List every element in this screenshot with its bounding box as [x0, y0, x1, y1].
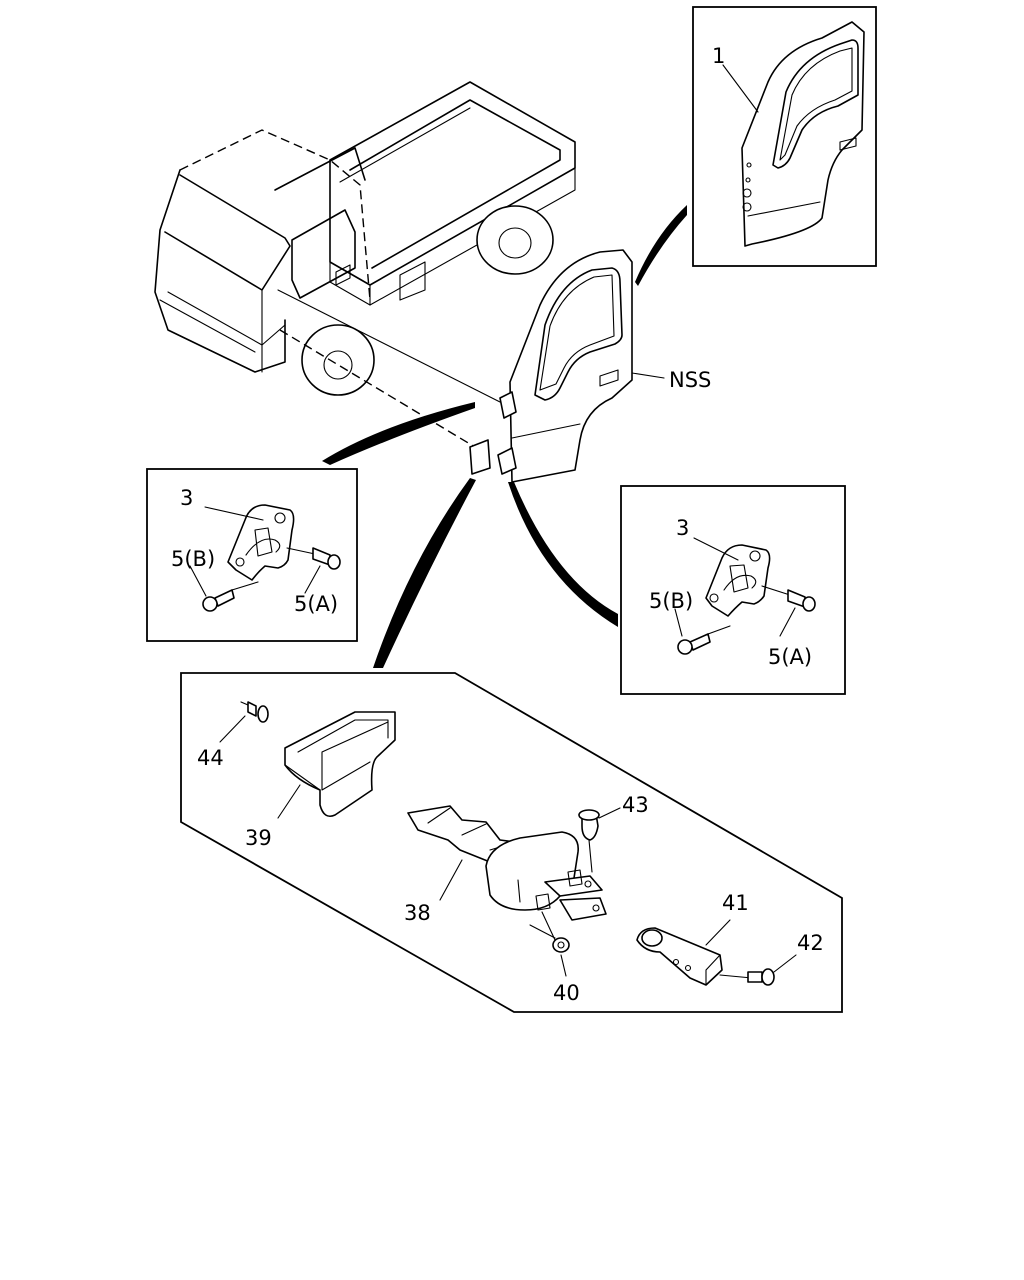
label-part-40: 40: [553, 981, 580, 1005]
label-part-43: 43: [622, 793, 649, 817]
label-part-3-upper: 3: [180, 486, 193, 510]
label-nss: NSS: [669, 368, 711, 392]
label-part-1: 1: [712, 44, 725, 68]
label-part-41: 41: [722, 891, 749, 915]
door-panel-detail-box: [692, 6, 877, 267]
callout-arrows: [322, 205, 687, 668]
label-part-5b-upper: 5(B): [171, 547, 215, 571]
lower-hinge-detail-box: [620, 485, 846, 695]
label-part-5a-lower: 5(A): [768, 645, 812, 669]
upper-hinge-detail-box: [146, 468, 358, 642]
truck-illustration: [154, 81, 576, 451]
door-assembly: [469, 249, 665, 483]
door-check-detail-box: [180, 672, 843, 1013]
label-part-39: 39: [245, 826, 272, 850]
label-part-42: 42: [797, 931, 824, 955]
label-part-3-lower: 3: [676, 516, 689, 540]
label-part-5a-upper: 5(A): [294, 592, 338, 616]
label-part-38: 38: [404, 901, 431, 925]
label-part-44: 44: [197, 746, 224, 770]
label-part-5b-lower: 5(B): [649, 589, 693, 613]
